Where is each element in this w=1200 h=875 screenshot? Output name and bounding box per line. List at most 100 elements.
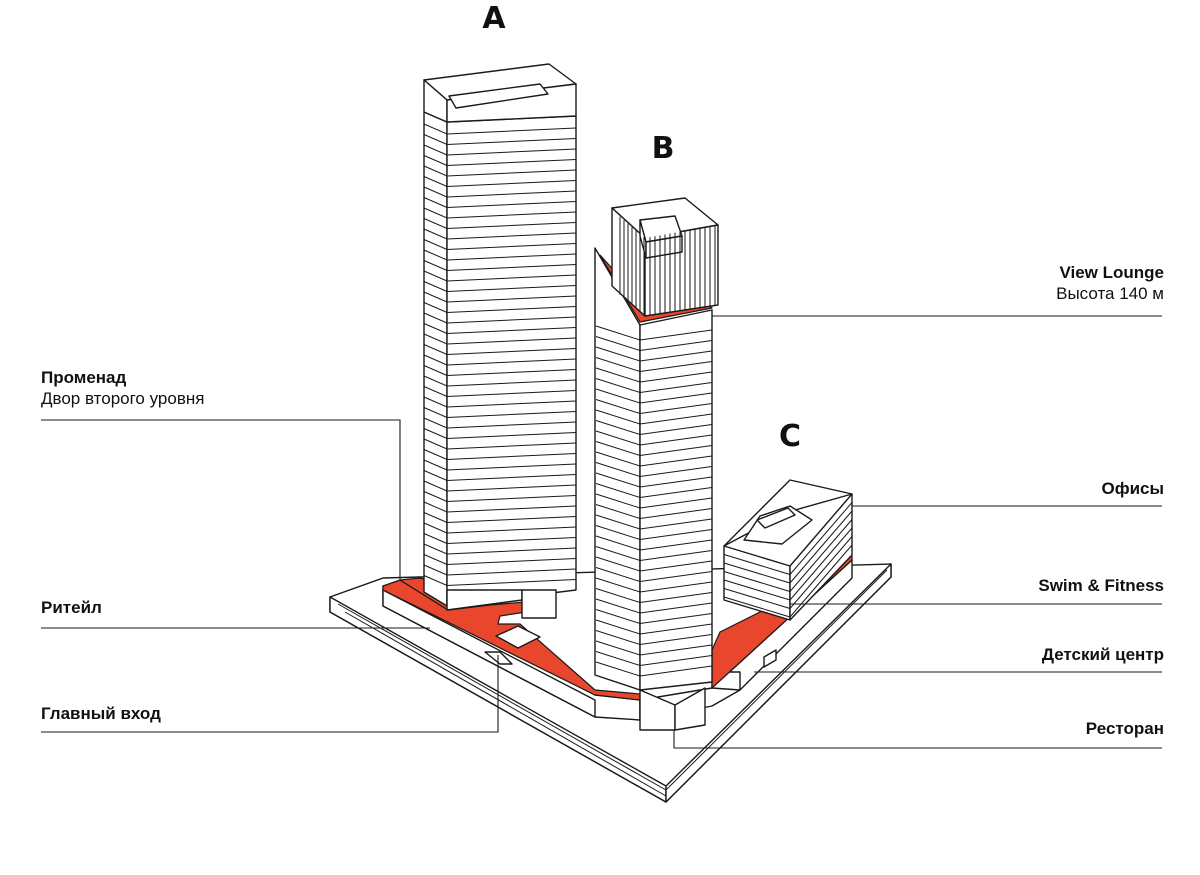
- floor-line: [423, 197, 577, 209]
- floor-line: [595, 514, 713, 530]
- floor-line: [595, 409, 713, 425]
- floor-line: [423, 165, 577, 177]
- floor-line: [595, 367, 713, 383]
- tower-a: [423, 63, 577, 619]
- floor-line: [595, 399, 713, 415]
- label-swim-fitness-title: Swim & Fitness: [1038, 576, 1164, 595]
- floor-line: [595, 483, 713, 499]
- floor-line: [595, 609, 713, 625]
- floor-line: [423, 396, 577, 408]
- floor-line: [423, 323, 577, 335]
- floor-line: [723, 502, 853, 576]
- floor-line: [595, 619, 713, 635]
- floor-line: [595, 640, 713, 656]
- leader-lines: [41, 315, 1162, 749]
- floor-line: [723, 527, 853, 601]
- floor-line: [423, 459, 577, 471]
- floor-line: [423, 249, 577, 261]
- floor-line: [595, 651, 713, 667]
- floor-line: [423, 239, 577, 251]
- floor-line: [595, 378, 713, 394]
- floor-line: [423, 375, 577, 387]
- label-view-lounge-subtitle: Высота 140 м: [1056, 284, 1164, 303]
- label-offices: Офисы: [1101, 478, 1164, 499]
- label-view-lounge-title: View Lounge: [1059, 263, 1164, 282]
- floor-line: [595, 567, 713, 583]
- floor-line: [423, 260, 577, 272]
- floor-line: [423, 144, 577, 156]
- floor-line: [595, 441, 713, 457]
- label-main-entrance-title: Главный вход: [41, 704, 161, 723]
- floor-line: [595, 556, 713, 572]
- floor-line: [723, 519, 853, 593]
- tower-a-letter: A: [482, 1, 506, 36]
- floor-line: [423, 218, 577, 230]
- floor-line: [423, 407, 577, 419]
- floor-line: [595, 472, 713, 488]
- label-promenade: Променад Двор второго уровня: [41, 367, 204, 409]
- floor-line: [423, 428, 577, 440]
- label-kids-center-title: Детский центр: [1041, 645, 1164, 664]
- floor-line: [595, 493, 713, 509]
- floor-line: [723, 510, 853, 584]
- floor-line: [595, 630, 713, 646]
- floor-line: [423, 417, 577, 429]
- floor-line: [423, 302, 577, 314]
- floor-line: [423, 281, 577, 293]
- floor-line: [423, 123, 577, 135]
- floor-line: [423, 480, 577, 492]
- floor-line: [595, 525, 713, 541]
- floor-line: [423, 438, 577, 450]
- floor-line: [423, 134, 577, 146]
- floor-line: [595, 598, 713, 614]
- floor-line: [595, 388, 713, 404]
- floor-line: [595, 462, 713, 478]
- floor-line: [595, 546, 713, 562]
- floor-line: [423, 228, 577, 240]
- floor-line: [423, 512, 577, 524]
- floor-line: [595, 661, 713, 677]
- floor-line: [423, 333, 577, 345]
- label-restaurant-title: Ресторан: [1085, 719, 1164, 738]
- floor-line: [423, 365, 577, 377]
- floor-line: [723, 536, 853, 610]
- label-promenade-title: Променад: [41, 368, 127, 387]
- floor-line: [423, 344, 577, 356]
- label-kids-center: Детский центр: [1042, 644, 1164, 665]
- floor-line: [423, 554, 577, 566]
- floor-line: [423, 186, 577, 198]
- label-retail-title: Ритейл: [41, 598, 102, 617]
- floor-line: [423, 491, 577, 503]
- floor-line: [423, 533, 577, 545]
- label-retail: Ритейл: [41, 597, 102, 618]
- label-main-entrance: Главный вход: [41, 703, 161, 724]
- floor-line: [595, 588, 713, 604]
- floor-line: [423, 522, 577, 534]
- floor-line: [423, 207, 577, 219]
- floor-line: [595, 336, 713, 352]
- floor-line: [423, 386, 577, 398]
- label-offices-title: Офисы: [1101, 479, 1164, 498]
- floor-line: [595, 430, 713, 446]
- floor-line: [723, 544, 853, 618]
- floor-line: [423, 155, 577, 167]
- building-c: [723, 479, 853, 621]
- floor-line: [423, 312, 577, 324]
- floor-line: [423, 501, 577, 513]
- floor-line: [423, 291, 577, 303]
- floor-line: [595, 357, 713, 373]
- label-swim-fitness: Swim & Fitness: [1038, 575, 1164, 596]
- floor-line: [423, 449, 577, 461]
- floor-line: [595, 346, 713, 362]
- tower-c-letter: C: [779, 419, 801, 454]
- floor-line: [423, 543, 577, 555]
- floor-line: [423, 270, 577, 282]
- label-promenade-subtitle: Двор второго уровня: [41, 389, 205, 408]
- floor-line: [595, 535, 713, 551]
- floor-line: [595, 420, 713, 436]
- label-restaurant: Ресторан: [1086, 718, 1164, 739]
- floor-line: [423, 354, 577, 366]
- floor-line: [423, 564, 577, 576]
- label-view-lounge: View Lounge Высота 140 м: [1056, 262, 1164, 304]
